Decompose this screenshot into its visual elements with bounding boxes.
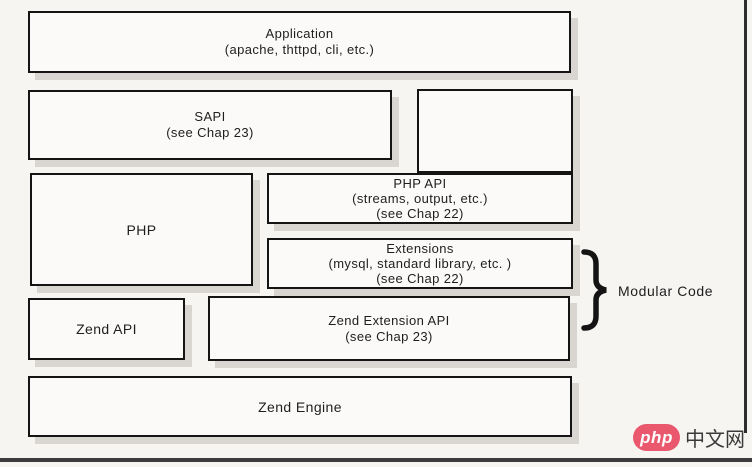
box-sapi: SAPI (see Chap 23): [28, 90, 392, 160]
box-line: SAPI: [194, 109, 226, 124]
box-zend-api: Zend API: [28, 298, 185, 360]
bottom-border-line: [0, 458, 752, 462]
box-zend-engine: Zend Engine: [28, 376, 572, 437]
curly-brace-icon: [581, 249, 607, 331]
box-line: PHP API: [393, 176, 447, 191]
php-cn-logo: php 中文网: [633, 423, 745, 452]
box-line: Extensions: [386, 241, 454, 256]
box-application: Application (apache, thttpd, cli, etc.): [28, 11, 571, 73]
box-line: (mysql, standard library, etc. ): [328, 256, 512, 271]
right-border-line: [744, 0, 747, 433]
box-zend-extension-api: Zend Extension API (see Chap 23): [208, 296, 570, 361]
box-line: (see Chap 23): [166, 125, 254, 140]
modular-code-label: Modular Code: [618, 283, 714, 299]
box-line: (streams, output, etc.): [352, 191, 488, 206]
box-unlabeled: [417, 89, 573, 173]
box-extensions: Extensions (mysql, standard library, etc…: [267, 238, 573, 289]
php-logo-oval: php: [633, 424, 680, 451]
box-php: PHP: [30, 173, 253, 286]
box-php-api: PHP API (streams, output, etc.) (see Cha…: [267, 173, 573, 224]
logo-suffix-text: 中文网: [685, 427, 745, 451]
box-line: (see Chap 23): [345, 328, 433, 344]
box-line: Zend Extension API: [328, 312, 450, 328]
box-line: PHP: [126, 221, 157, 238]
box-line: (apache, thttpd, cli, etc.): [224, 42, 375, 57]
box-line: Zend Engine: [258, 398, 342, 415]
box-line: Application: [265, 26, 334, 41]
box-line: (see Chap 22): [376, 271, 464, 286]
box-line: (see Chap 22): [376, 206, 464, 221]
box-line: Zend API: [76, 321, 137, 337]
